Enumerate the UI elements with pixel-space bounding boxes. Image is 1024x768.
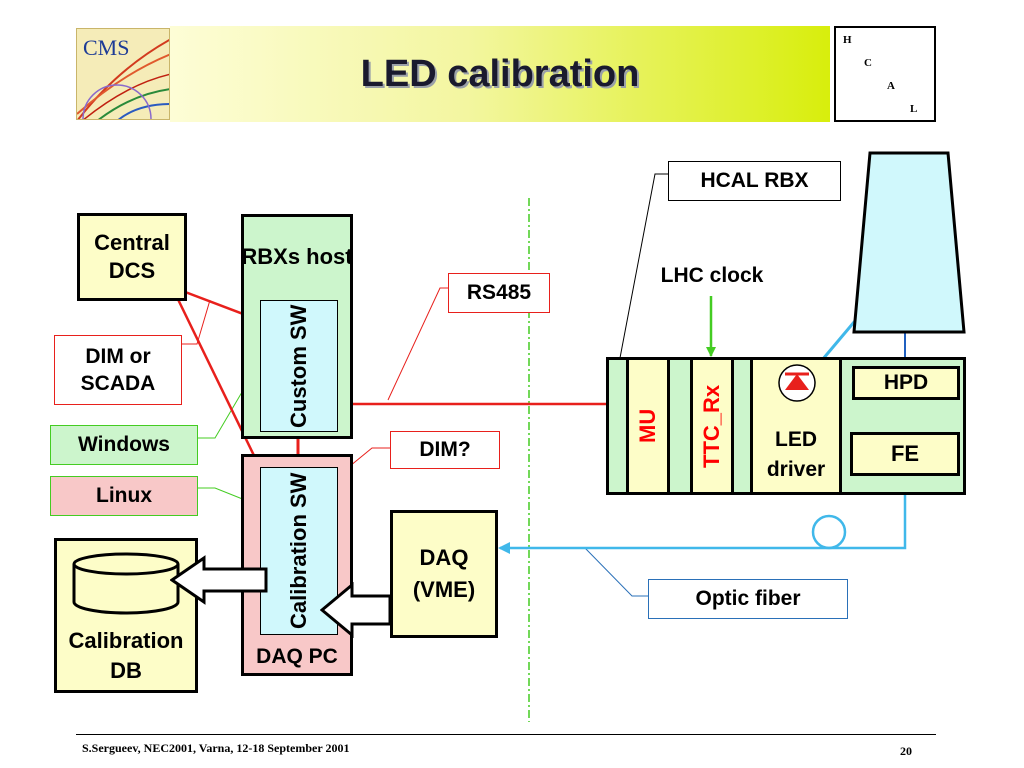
linux-leader	[198, 487, 246, 501]
linux-box: Linux	[50, 476, 198, 516]
dim-scada-leader	[182, 299, 211, 345]
calibration-db-label: Calibration DB	[68, 628, 184, 683]
ttc-rx-box	[690, 357, 734, 495]
led-driver-line2: driver	[766, 458, 826, 481]
daq-vme-line2: (VME)	[412, 577, 476, 602]
rs485-label: RS485	[448, 273, 550, 313]
daq-vme-line1: DAQ	[419, 545, 469, 570]
ttc-rx-label: TTC_Rx	[699, 384, 724, 468]
central-dcs-box: Central DCS	[77, 213, 187, 301]
hcal-rbx-label: HCAL RBX	[668, 161, 841, 201]
optic-fiber-loop	[811, 514, 847, 550]
hcal-logo: H C A L	[834, 26, 936, 122]
hcal-rbx-leader	[611, 173, 668, 401]
custom-sw-box	[260, 300, 338, 432]
optic-fiber-line	[498, 476, 907, 554]
title-bar	[170, 26, 830, 122]
footer-divider	[76, 734, 936, 735]
cms-logo-text: CMS	[83, 35, 130, 60]
rbxs-host-label: RBXs host	[241, 244, 353, 269]
hcal-letter-a: A	[887, 80, 895, 92]
detector-tower	[852, 151, 966, 334]
daq-vme-box	[390, 510, 498, 638]
rs485-leader	[387, 287, 448, 401]
hcal-letter-c: C	[864, 57, 872, 69]
daq-to-calibration-arrow	[320, 582, 392, 638]
slide-title: LED calibration	[360, 52, 640, 95]
dcs-to-calibration-arrow	[170, 286, 264, 473]
hcal-letter-l: L	[910, 103, 918, 115]
dim-or-scada-box: DIM or SCADA	[54, 335, 182, 405]
hcal-letter-h: H	[843, 34, 852, 46]
led-diode-icon	[778, 364, 816, 402]
fe-box: FE	[850, 432, 960, 476]
hpd-box: HPD	[852, 366, 960, 400]
dimq-leader	[349, 447, 390, 467]
dimq-label: DIM?	[390, 431, 500, 469]
mu-box	[626, 357, 670, 495]
led-driver-line1: LED	[775, 428, 817, 451]
lhc-clock-label: LHC clock	[660, 264, 764, 287]
cms-logo-graphic	[77, 39, 169, 119]
custom-sw-label: Custom SW	[286, 304, 311, 428]
database-icon	[72, 552, 180, 615]
optic-fiber-leader	[584, 547, 648, 597]
cms-logo: CMS	[76, 28, 170, 120]
mu-label: MU	[635, 408, 660, 444]
optic-fiber-label: Optic fiber	[648, 579, 848, 619]
windows-box: Windows	[50, 425, 198, 465]
footer-citation: S.Sergueev, NEC2001, Varna, 12-18 Septem…	[82, 741, 350, 755]
led-driver-box	[750, 357, 842, 495]
daq-pc-label: DAQ PC	[256, 645, 338, 668]
calibration-to-db-arrow	[170, 555, 268, 605]
page-number: 20	[900, 744, 912, 758]
